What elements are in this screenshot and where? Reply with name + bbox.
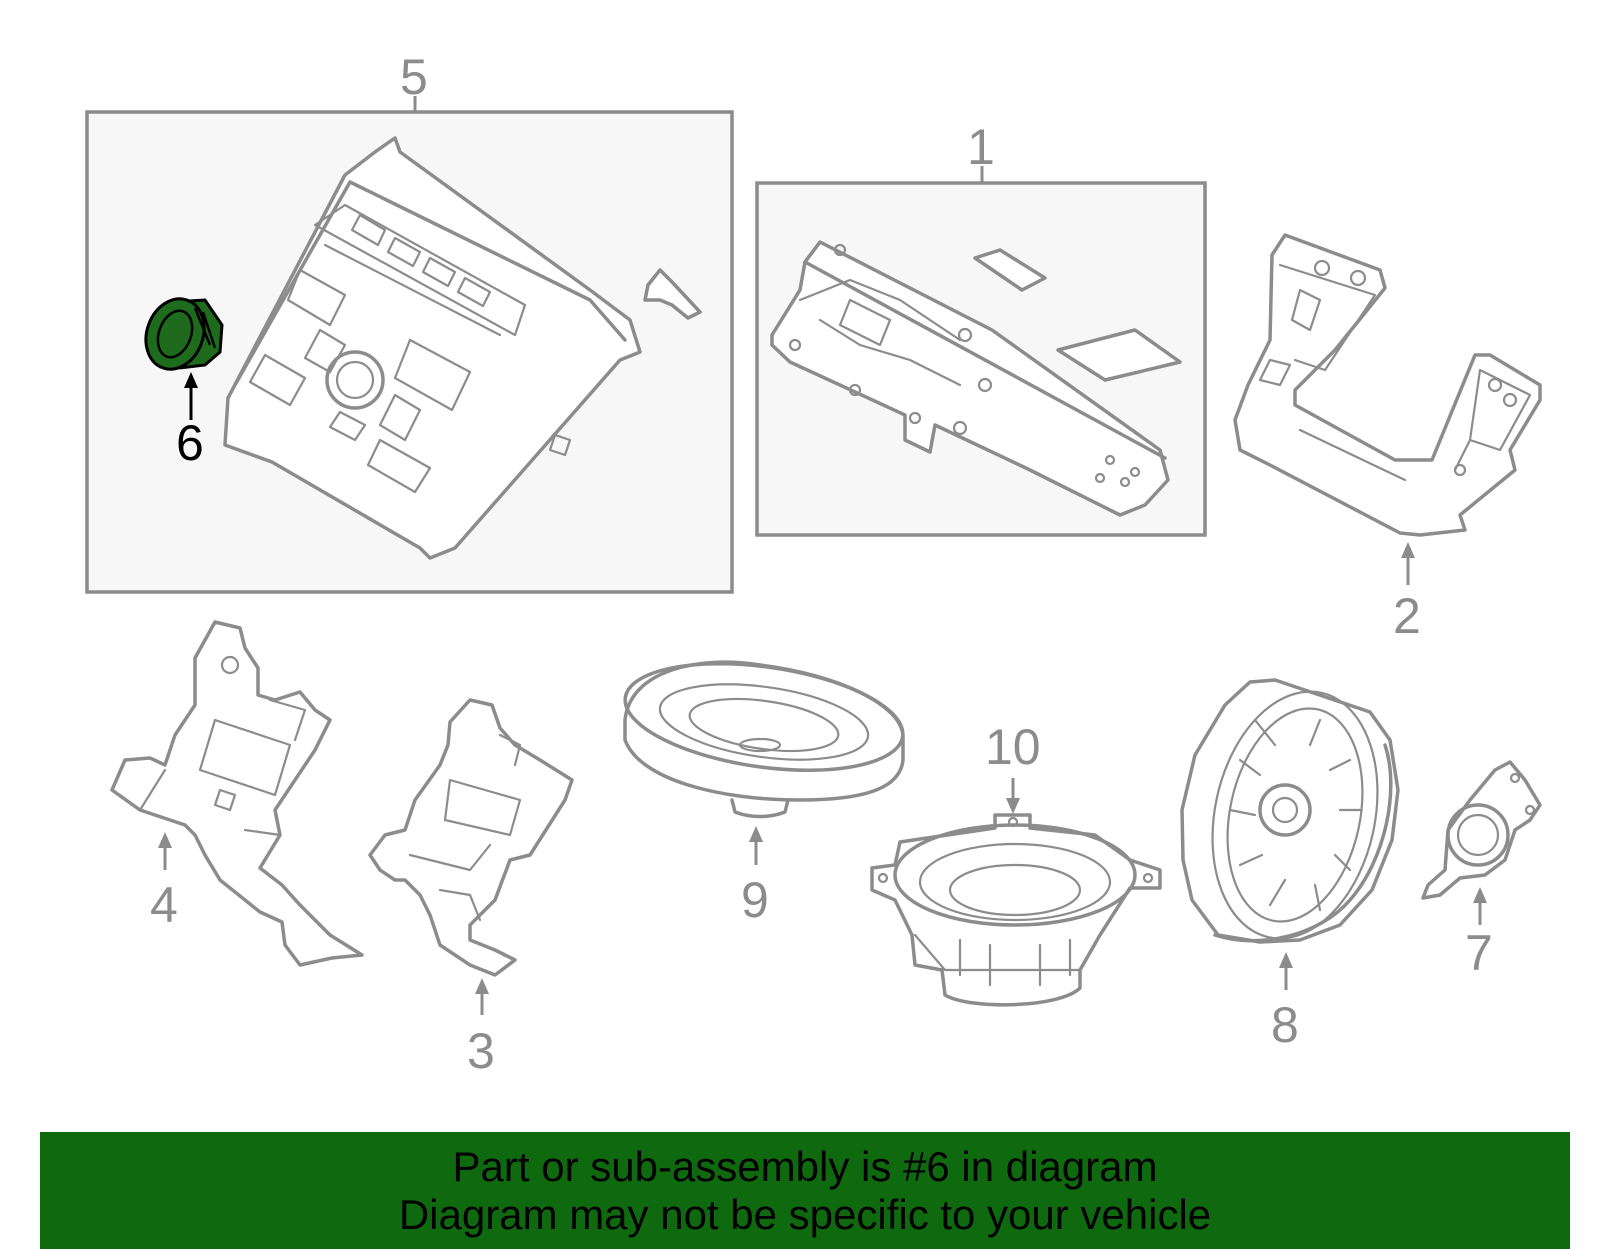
part-1-label-small [973,248,1047,292]
callout-7: 7 [1465,925,1493,981]
part-1-radio-unit[interactable] [770,240,1170,517]
part-2-bracket[interactable] [1233,233,1542,537]
arrow-8 [1279,952,1293,968]
part-6-knob-highlighted[interactable] [136,291,224,378]
callout-8: 8 [1271,997,1299,1053]
info-banner: Part or sub-assembly is #6 in diagram Di… [40,1132,1570,1249]
callout-3: 3 [467,1023,495,1079]
part-1-label-large [1056,328,1182,382]
callout-1: 1 [967,119,995,175]
callout-9: 9 [741,872,769,928]
part-5-clip [643,268,702,320]
arrow-10 [1006,798,1020,814]
arrow-6 [184,372,198,388]
arrow-3 [475,978,489,994]
callout-10: 10 [985,719,1041,775]
part-9-oval-speaker[interactable] [618,648,909,819]
part-4-bracket[interactable] [110,620,364,967]
banner-line-disclaimer: Diagram may not be specific to your vehi… [398,1190,1212,1238]
arrow-7 [1473,887,1487,903]
callout-5: 5 [400,49,428,105]
callout-2: 2 [1393,588,1421,644]
callout-4: 4 [150,877,178,933]
part-8-large-speaker[interactable] [1180,676,1400,954]
callout-6: 6 [176,415,204,471]
part-5-control-panel[interactable] [223,136,642,560]
arrow-4 [158,832,172,848]
parts-diagram: 5 6 1 [85,49,1542,1079]
arrow-9 [749,826,763,842]
part-7-tweeter[interactable] [1421,760,1542,900]
part-10-round-speaker[interactable] [870,813,1162,1007]
part-3-bracket[interactable] [368,698,574,977]
banner-line-part-reference: Part or sub-assembly is #6 in diagram [452,1142,1158,1190]
arrow-2 [1401,542,1415,558]
